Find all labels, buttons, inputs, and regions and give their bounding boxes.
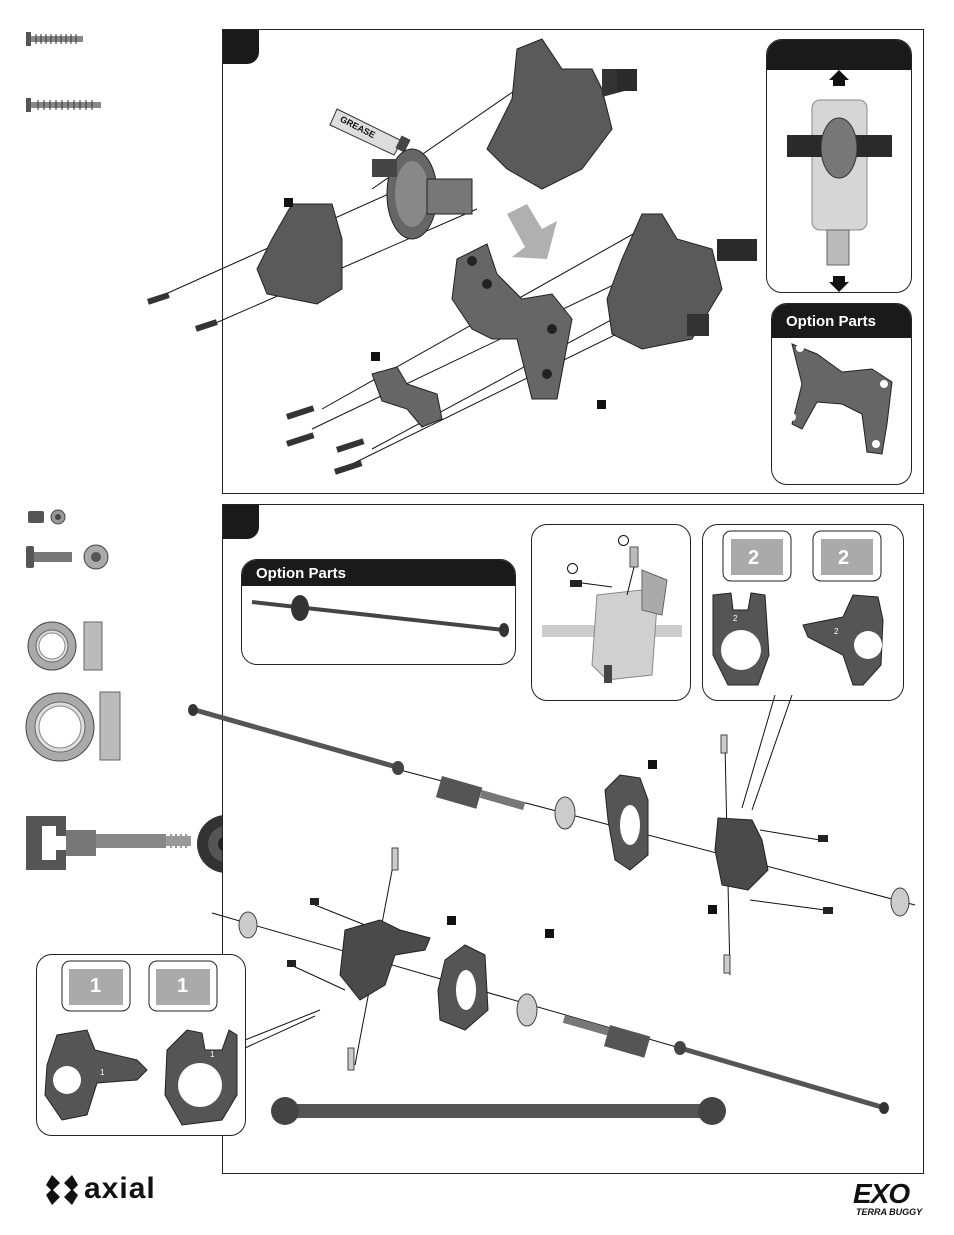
axial-logo-text: axial (84, 1172, 156, 1206)
bearing-upper (555, 797, 575, 829)
knuckle-mark: 1 (210, 1050, 214, 1059)
pin-upper (721, 735, 727, 753)
outdrive-lower (563, 1015, 651, 1058)
knuckle-mark-zoom: 1 (90, 975, 101, 998)
callout-knuckle-rear: 1 1 1 1 (36, 954, 246, 1136)
driveshaft-upper (188, 704, 404, 775)
part-marker (708, 905, 717, 914)
hub-carrier-lower (438, 945, 488, 1030)
part-marker (545, 929, 554, 938)
bearing-outer-left (239, 912, 257, 938)
part-marker (648, 760, 657, 769)
steering-knuckle-upper (715, 818, 768, 890)
hub-carrier-upper (605, 775, 648, 870)
knuckle-mark-zoom: 1 (177, 975, 188, 998)
exo-logo-text: EXO (853, 1180, 909, 1208)
knuckle-mark: 1 (100, 1068, 104, 1077)
pin-lower (724, 955, 730, 973)
axial-logo-icon (44, 1173, 80, 1207)
bearing-outer-right (891, 888, 909, 916)
knuckle-rear-illustration (37, 955, 245, 1135)
bearing-lower (517, 994, 537, 1026)
steering-knuckle-lower (340, 920, 430, 1000)
part-marker (447, 916, 456, 925)
exo-logo-subtitle: TERRA BUGGY (856, 1207, 922, 1217)
outdrive-upper (436, 776, 525, 810)
dogbone-driveshaft (271, 1097, 726, 1125)
